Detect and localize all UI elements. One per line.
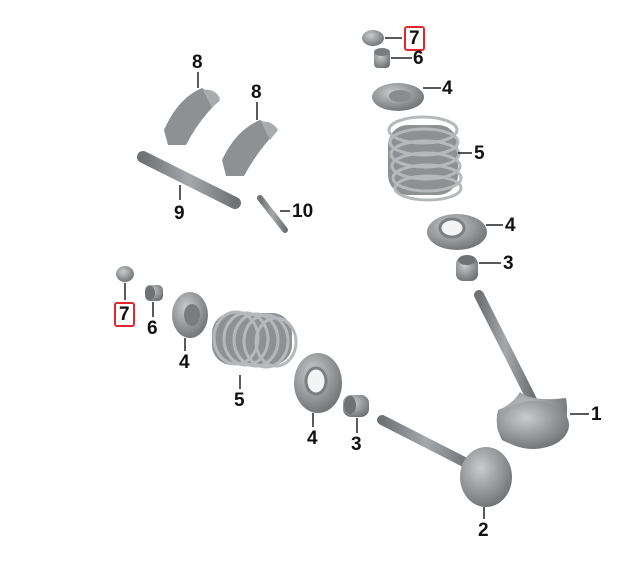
spring-5-bottom — [212, 310, 298, 389]
valve-1 — [474, 290, 589, 449]
callout-4-mid[interactable]: 4 — [505, 215, 516, 236]
stem-seal-3-bottom — [343, 395, 369, 433]
retainer-4-top — [372, 83, 441, 111]
seat-washer-4-bottom — [294, 353, 342, 427]
callout-2[interactable]: 2 — [478, 520, 489, 541]
valve-2 — [377, 415, 512, 519]
callout-7-top[interactable]: 7 — [404, 26, 425, 51]
callout-10[interactable]: 10 — [292, 201, 314, 222]
callout-8-left[interactable]: 8 — [192, 52, 203, 73]
seat-washer-4-top — [427, 214, 503, 250]
callout-5-bottom[interactable]: 5 — [234, 390, 245, 411]
callout-3-bottom[interactable]: 3 — [351, 434, 362, 455]
keeper-6-top — [374, 48, 412, 68]
cap-7-bottom — [116, 266, 134, 300]
callout-6-bottom[interactable]: 6 — [147, 318, 158, 339]
retainer-4-bottom — [172, 292, 208, 351]
stem-seal-3-top — [456, 255, 501, 281]
callout-8-right[interactable]: 8 — [251, 82, 262, 103]
callout-4-bottom-right[interactable]: 4 — [307, 428, 318, 449]
callout-4-bottom-left[interactable]: 4 — [179, 352, 190, 373]
callout-3-top[interactable]: 3 — [503, 253, 514, 274]
rocker-arm-8-right — [222, 102, 278, 176]
spring-5-top — [387, 115, 472, 202]
cap-7-top — [362, 30, 402, 46]
keeper-6-bottom — [145, 285, 163, 317]
rocker-arm-8-left — [164, 72, 220, 145]
callout-5-top[interactable]: 5 — [474, 143, 485, 164]
rocker-shaft-9 — [137, 151, 241, 209]
callout-7-bottom[interactable]: 7 — [114, 302, 135, 327]
callout-1[interactable]: 1 — [591, 404, 602, 425]
pin-10 — [257, 195, 290, 233]
callout-6-top[interactable]: 6 — [413, 48, 424, 69]
callout-4-top[interactable]: 4 — [442, 78, 453, 99]
callout-9[interactable]: 9 — [174, 203, 185, 224]
